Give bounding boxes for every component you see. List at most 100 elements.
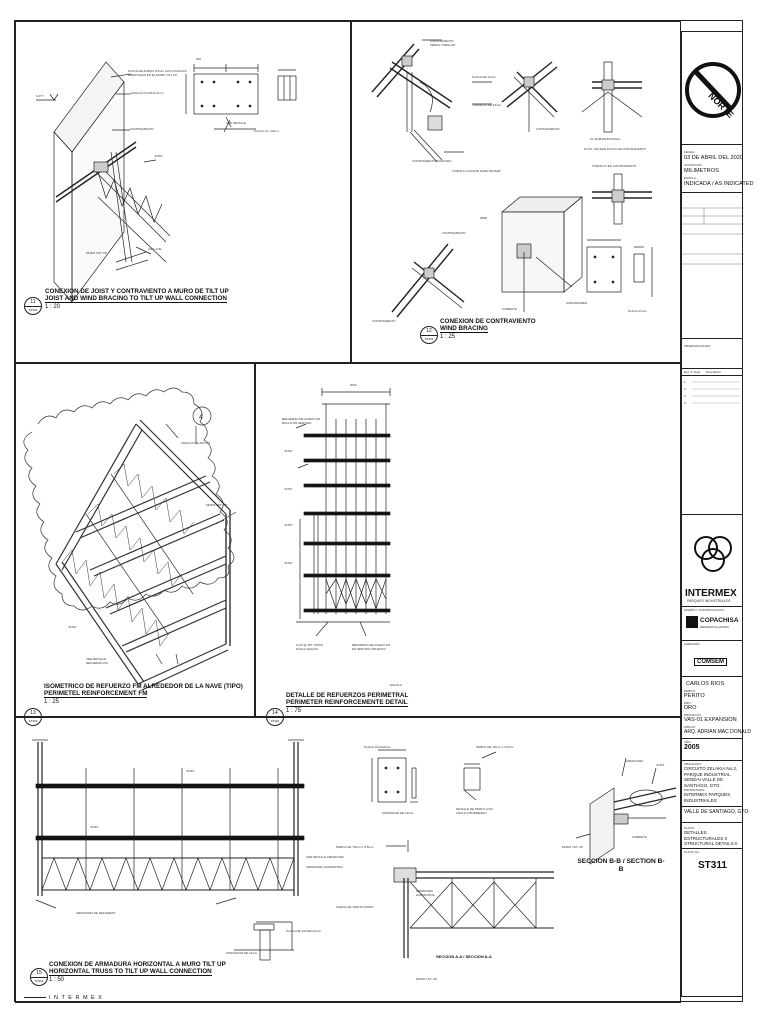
detail-13-panel: ANGULO DE APOYO MURO TILT UP JOIST VER D… xyxy=(15,363,255,726)
svg-text:TORNILLO DE 19mm: TORNILLO DE 19mm xyxy=(472,103,502,107)
svg-text:CONTRAVIENTO: CONTRAVIENTO xyxy=(372,319,396,323)
svg-text:PLACA DE 13mm: PLACA DE 13mm xyxy=(472,75,496,79)
svg-text:PLACA 13x13x5mm: PLACA 13x13x5mm xyxy=(364,745,391,749)
svg-text:MURO TILT UP: MURO TILT UP xyxy=(562,845,583,849)
svg-text:JOIST: JOIST xyxy=(154,154,163,158)
intermex-brand: INTERMEX xyxy=(685,588,737,599)
svg-text:ATIESADOR DE 13mm: ATIESADOR DE 13mm xyxy=(382,811,414,815)
svg-text:PERFIL DE 19mm X 9.5mm: PERFIL DE 19mm X 9.5mm xyxy=(476,745,514,749)
detail-14-panel: REFUERZO DE ACERO FM ROLLO EN SENTIDO JO… xyxy=(255,363,681,726)
detail-14-title: DETALLE DE REFUERZOS PERIMETRAL PERIMETE… xyxy=(286,692,409,708)
svg-text:VER DETALLE: VER DETALLE xyxy=(86,657,106,661)
rev-row-4: 4 xyxy=(684,401,686,405)
svg-text:ARMADURA DE REFUERZO: ARMADURA DE REFUERZO xyxy=(76,911,116,915)
svg-text:ANGULO BORDEADO: ANGULO BORDEADO xyxy=(456,811,487,815)
year-label: AÑO: xyxy=(684,740,692,744)
detail-13-scale: 1 : 25 xyxy=(44,699,60,705)
svg-text:PERFIL DE 76mm X 9.5mm: PERFIL DE 76mm X 9.5mm xyxy=(336,845,374,849)
grid-bubble-4: 4 xyxy=(199,414,203,421)
detail-11-sheet: ST301 xyxy=(28,308,38,312)
approval-grid xyxy=(682,207,744,265)
svg-text:CONTRAVIENTO ROSCADO: CONTRAVIENTO ROSCADO xyxy=(412,159,452,163)
rev-row-3: 3 xyxy=(684,394,686,398)
detail-13-drawing: ANGULO DE APOYO MURO TILT UP JOIST VER D… xyxy=(23,387,237,691)
svg-text:JOIST: JOIST xyxy=(186,769,195,773)
svg-text:3000: 3000 xyxy=(350,383,357,387)
svg-text:VER DETALLE ARMADURA: VER DETALLE ARMADURA xyxy=(306,855,344,859)
plano-label: PLANO: xyxy=(684,826,696,830)
diseno-label: DISEÑO Y CONSTRUCCION: xyxy=(684,608,725,612)
rev-row-2: 2 xyxy=(684,387,686,391)
svg-text:PLACA 13 / 13mm: PLACA 13 / 13mm xyxy=(254,129,279,133)
detail-14-title-en: PERIMETER REINFORCEMENTE DETAIL xyxy=(286,699,408,708)
detail-12-number: 12 xyxy=(421,327,437,336)
svg-text:ANGULO 51x51x6.4mm: ANGULO 51x51x6.4mm xyxy=(131,91,164,95)
detail-11-number: 11 xyxy=(25,298,41,307)
svg-text:EN SENTIDO OPUESTO: EN SENTIDO OPUESTO xyxy=(352,647,386,651)
propietario-value: INTERMEX PARQUES INDUSTRIALES xyxy=(684,792,731,803)
svg-text:CLIP @ 457 TIPICO: CLIP @ 457 TIPICO xyxy=(296,643,324,647)
svg-text:JOIST: JOIST xyxy=(284,449,293,453)
svg-text:JOIST: JOIST xyxy=(284,487,293,491)
detail-14-title-es: DETALLE DE REFUERZOS PERIMETRAL xyxy=(286,692,409,699)
detail-11-drawing: PLACA DE ACERO 9.5mm CON 6 ANCLAS ASENTA… xyxy=(36,57,297,304)
svg-text:JOIST: JOIST xyxy=(90,825,99,829)
north-arrow-icon: NORTE xyxy=(685,62,741,120)
copachisa-brand: COPACHISA xyxy=(700,617,739,624)
detail-11-title-en: JOIST AND WIND BRACING TO TILT UP WALL C… xyxy=(45,295,227,304)
detail-15-title-en: HORIZONTAL TRUSS TO TILT UP WALL CONNECT… xyxy=(49,968,212,977)
designer-name: CARLOS RIOS xyxy=(686,681,725,687)
detail-15-bubble: 15 ST301 xyxy=(30,968,48,986)
dro-label: DRO: xyxy=(684,701,692,705)
svg-text:MURO TILT UP: MURO TILT UP xyxy=(86,251,107,255)
svg-text:CONTRAVIENTO: CONTRAVIENTO xyxy=(430,39,454,43)
svg-text:CONTRAVIENTO: CONTRAVIENTO xyxy=(442,231,466,235)
svg-text:ARMADURA: ARMADURA xyxy=(416,889,433,893)
intermex-logo-icon xyxy=(694,536,732,572)
detail-11-title: CONEXION DE JOIST Y CONTRAVIENTO A MURO … xyxy=(45,288,229,304)
year-value: 2005 xyxy=(684,744,700,751)
svg-text:JOIST: JOIST xyxy=(284,561,293,565)
detail-13-title-es: ISOMETRICO DE REFUERZO FM ALREDEDOR DE L… xyxy=(44,683,243,690)
svg-text:CONTRAVIENTO: CONTRAVIENTO xyxy=(536,127,560,131)
dibujo-value: ARQ. ADRIAN MAC DONALD xyxy=(684,729,751,735)
escala-label: ESCALA: xyxy=(684,176,697,180)
propietario-label: PROPIETARIO: xyxy=(684,788,706,792)
svg-text:REFUERZO DE ACERO FM: REFUERZO DE ACERO FM xyxy=(282,417,321,421)
svg-text:TORNILLO EN CONTRAVIENTO: TORNILLO EN CONTRAVIENTO xyxy=(592,164,637,168)
svg-text:DETALLE DE PERFIL CON: DETALLE DE PERFIL CON xyxy=(456,807,493,811)
asesoria-label: ASESORIA: xyxy=(684,642,701,646)
detail-12-title: CONEXION DE CONTRAVIENTO WIND BRACING xyxy=(440,318,536,334)
acotacion-value: MILIMETROS xyxy=(684,168,719,174)
fecha-value: 03 DE ABRIL DEL 2020 xyxy=(684,155,743,161)
svg-text:ARMADURA HORIZONTAL: ARMADURA HORIZONTAL xyxy=(306,865,343,869)
section-a-a-label: SECCION A-A / SECCION A-A xyxy=(436,954,492,959)
svg-text:ATIESADORES: ATIESADORES xyxy=(566,301,587,305)
svg-text:PLACA DE ACERO 9.5mm CON 6 ANC: PLACA DE ACERO 9.5mm CON 6 ANCLAS xyxy=(128,69,187,73)
svg-text:TORNILLO AJUSTE PARA TENSAR: TORNILLO AJUSTE PARA TENSAR xyxy=(452,169,502,173)
detail-12-bubble: 12 ST301 xyxy=(420,326,438,344)
observaciones-label: OBSERVACIONES: xyxy=(684,344,711,348)
svg-text:PERFIL TUBULAR: PERFIL TUBULAR xyxy=(430,43,456,47)
detail-14-sheet: ST301 xyxy=(270,719,280,723)
detail-15-panel: JOIST JOIST VER DETALLE ARMADURA ARMADUR… xyxy=(15,717,681,1003)
detail-15-title: CONEXION DE ARMADURA HORIZONTAL A MURO T… xyxy=(49,961,226,977)
detail-15-scale: 1 : 50 xyxy=(49,977,65,983)
drawing-sheet: PLACA DE ACERO 9.5mm CON 6 ANCLAS ASENTA… xyxy=(14,20,754,1003)
ubicacion-value: CIRCUITO ZELAKIA No.2, PARQUE INDUSTRIAL… xyxy=(684,766,738,788)
svg-text:CARGA DE VIENTO MURO: CARGA DE VIENTO MURO xyxy=(336,905,374,909)
detail-11-panel: PLACA DE ACERO 9.5mm CON 6 ANCLAS ASENTA… xyxy=(15,21,351,363)
svg-text:REFUERZO DE ACERO FM: REFUERZO DE ACERO FM xyxy=(352,643,391,647)
copachisa-sub: DESARROLLADORA xyxy=(700,625,729,629)
svg-text:PLACA 13mm: PLACA 13mm xyxy=(628,309,647,313)
svg-text:ANGULO DE APOYO: ANGULO DE APOYO xyxy=(181,441,211,445)
svg-text:MURO TILT UP: MURO TILT UP xyxy=(206,503,227,507)
detail-13-title-en: PERIMETEL REINFORCEMENT FM xyxy=(44,690,148,699)
detail-11-bubble: 11 ST301 xyxy=(24,297,42,315)
perito-label: PERITO: xyxy=(684,689,696,693)
rev-col-date: Date xyxy=(694,370,701,374)
svg-text:ATIESADOR DE 13mm: ATIESADOR DE 13mm xyxy=(226,951,258,955)
plano-no-value: ST311 xyxy=(698,860,727,871)
comsa-brand: COMSEM xyxy=(694,658,727,666)
svg-text:HORIZONTAL: HORIZONTAL xyxy=(416,893,435,897)
